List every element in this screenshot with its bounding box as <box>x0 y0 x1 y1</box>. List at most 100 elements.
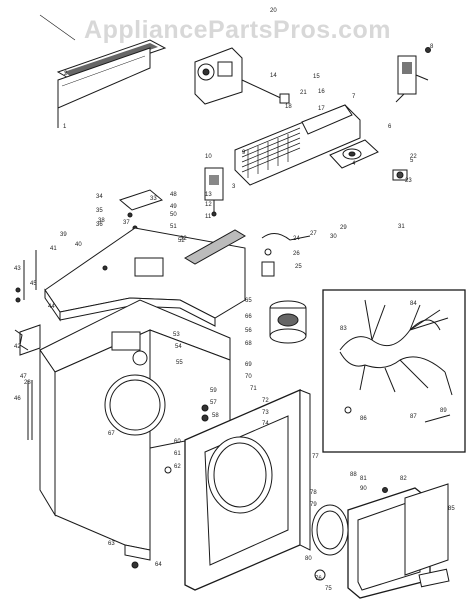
front-panel <box>184 389 311 591</box>
callout-label: 31 <box>398 224 405 230</box>
callout-label: 25 <box>295 264 302 270</box>
callout-label: 37 <box>123 220 130 226</box>
callout-label: 8 <box>430 44 434 50</box>
callout-label: 34 <box>96 194 103 200</box>
callout-label: 54 <box>175 344 182 350</box>
motor-fan-assembly <box>269 300 307 344</box>
callout-label: 38 <box>98 218 105 224</box>
callout-label: 41 <box>50 246 57 252</box>
callout-label: 28 <box>24 380 31 386</box>
callout-label: 53 <box>173 332 180 338</box>
console-trim-strip <box>39 14 167 128</box>
callout-label: 10 <box>205 154 212 160</box>
callout-label: 76 <box>315 576 322 582</box>
callout-label: 56 <box>245 328 252 334</box>
callout-label: 89 <box>440 408 447 414</box>
cabinet-top <box>44 227 246 327</box>
callout-label: 84 <box>410 301 417 307</box>
callout-label: 49 <box>170 204 177 210</box>
console-bracket <box>204 167 224 217</box>
wiring-harness-inset <box>322 289 466 453</box>
callout-label: 27 <box>310 231 317 237</box>
callout-label: 57 <box>210 400 217 406</box>
callout-label: 87 <box>410 414 417 420</box>
callout-label: 21 <box>300 90 307 96</box>
callout-label: 52 <box>178 238 185 244</box>
callout-label: 61 <box>174 451 181 457</box>
callout-label: 1 <box>63 124 67 130</box>
callout-label: 24 <box>293 236 300 242</box>
callout-label: 82 <box>400 476 407 482</box>
callout-label: 62 <box>174 464 181 470</box>
callout-label: 78 <box>310 490 317 496</box>
callout-label: 35 <box>96 208 103 214</box>
callout-label: 65 <box>245 298 252 304</box>
control-panel <box>234 104 408 186</box>
callout-label: 58 <box>212 413 219 419</box>
hardware-parts <box>14 250 388 581</box>
callout-label: 48 <box>170 192 177 198</box>
callout-label: 50 <box>170 212 177 218</box>
callout-label: 67 <box>108 431 115 437</box>
callout-label: 44 <box>48 304 55 310</box>
callout-label: 45 <box>30 281 37 287</box>
hose-fitting <box>261 233 311 277</box>
callout-label: 40 <box>75 242 82 248</box>
callout-label: 71 <box>250 386 257 392</box>
callout-label: 23 <box>405 178 412 184</box>
switch-bracket <box>395 47 431 103</box>
callout-label: 33 <box>150 196 157 202</box>
callout-label: 73 <box>262 410 269 416</box>
callout-label: 26 <box>293 251 300 257</box>
callout-label: 75 <box>325 586 332 592</box>
callout-label: 32 <box>180 236 187 242</box>
callout-label: 15 <box>313 74 320 80</box>
callout-label: 80 <box>305 556 312 562</box>
callout-label: 12 <box>205 202 212 208</box>
callout-label: 64 <box>155 562 162 568</box>
door-assembly <box>311 483 450 599</box>
callout-label: 59 <box>210 388 217 394</box>
callout-label: 4 <box>352 161 356 167</box>
callout-label: 2 <box>64 71 68 77</box>
callout-label: 90 <box>360 486 367 492</box>
callout-label: 36 <box>96 222 103 228</box>
callout-label: 46 <box>14 396 21 402</box>
callout-label: 11 <box>205 214 212 220</box>
callout-label: 20 <box>270 8 277 14</box>
timer-assembly <box>194 47 290 105</box>
callout-label: 6 <box>388 124 392 130</box>
callout-label: 9 <box>242 150 246 156</box>
callout-label: 7 <box>352 94 356 100</box>
callout-label: 77 <box>312 454 319 460</box>
callout-label: 72 <box>262 398 269 404</box>
callout-label: 29 <box>340 225 347 231</box>
callout-label: 85 <box>448 506 455 512</box>
callout-label: 17 <box>318 106 325 112</box>
callout-label: 51 <box>170 224 177 230</box>
callout-label: 39 <box>60 232 67 238</box>
callout-label: 43 <box>14 266 21 272</box>
cabinet-body <box>39 299 231 561</box>
callout-label: 3 <box>232 184 236 190</box>
callout-label: 74 <box>262 421 269 427</box>
callout-label: 13 <box>205 192 212 198</box>
callout-label: 79 <box>310 502 317 508</box>
callout-label: 66 <box>245 314 252 320</box>
callout-label: 55 <box>176 360 183 366</box>
callout-label: 81 <box>360 476 367 482</box>
callout-label: 70 <box>245 374 252 380</box>
callout-label: 30 <box>330 234 337 240</box>
callout-label: 22 <box>410 154 417 160</box>
callout-label: 68 <box>245 341 252 347</box>
callout-label: 5 <box>410 158 414 164</box>
callout-label: 16 <box>318 89 325 95</box>
callout-label: 69 <box>245 362 252 368</box>
callout-label: 83 <box>340 326 347 332</box>
callout-label: 86 <box>360 416 367 422</box>
watermark: AppliancePartsPros.com <box>84 16 391 44</box>
callout-label: 88 <box>350 472 357 478</box>
callout-label: 47 <box>20 374 27 380</box>
